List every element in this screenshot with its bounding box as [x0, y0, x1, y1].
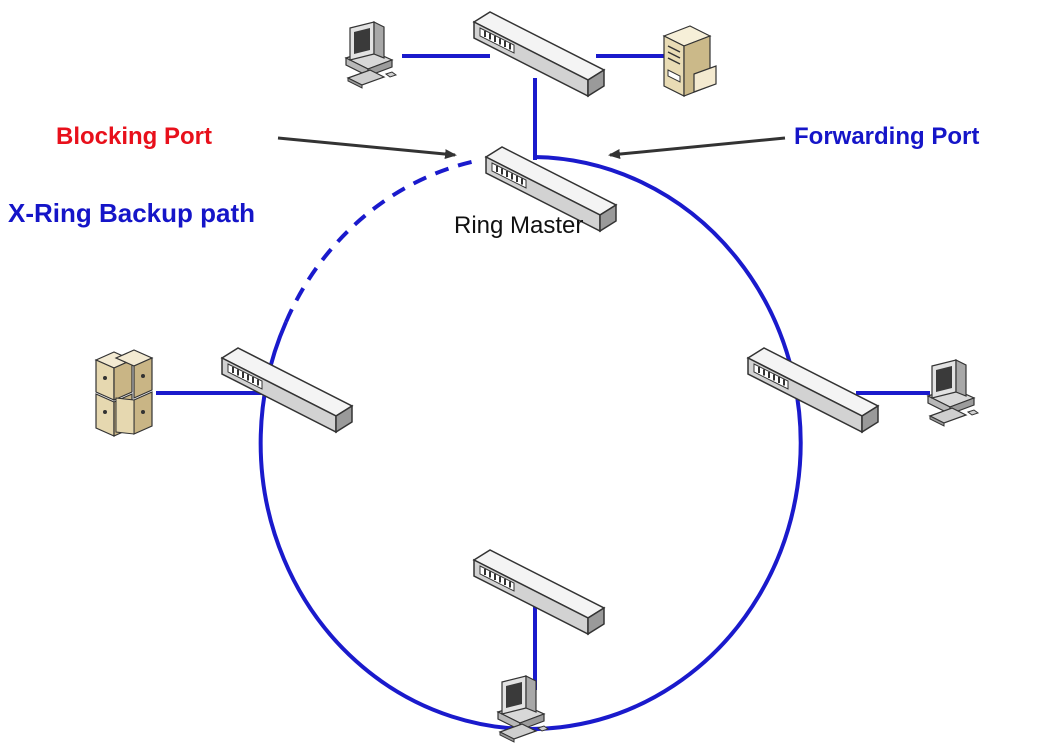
top-switch-icon — [473, 11, 605, 97]
top-right-server-icon — [663, 25, 717, 97]
ring-forwarding-path — [258, 155, 803, 731]
ring-backup-path — [284, 158, 481, 323]
bottom-switch-icon — [473, 549, 605, 635]
left-server-cluster-icon — [95, 349, 153, 437]
blocking-port-label: Blocking Port — [56, 123, 213, 150]
bottom-pc-icon — [497, 675, 549, 743]
left-switch-icon — [221, 347, 353, 433]
forwarding-port-arrow — [608, 136, 786, 160]
blocking-port-arrow — [277, 136, 457, 160]
ring-master-label: Ring Master — [454, 212, 584, 239]
backup-path-label: X-Ring Backup path — [8, 198, 256, 228]
right-switch-icon — [747, 347, 879, 433]
forwarding-port-label: Forwarding Port — [794, 123, 980, 150]
right-pc-icon — [927, 359, 979, 427]
top-left-pc-icon — [345, 21, 397, 89]
